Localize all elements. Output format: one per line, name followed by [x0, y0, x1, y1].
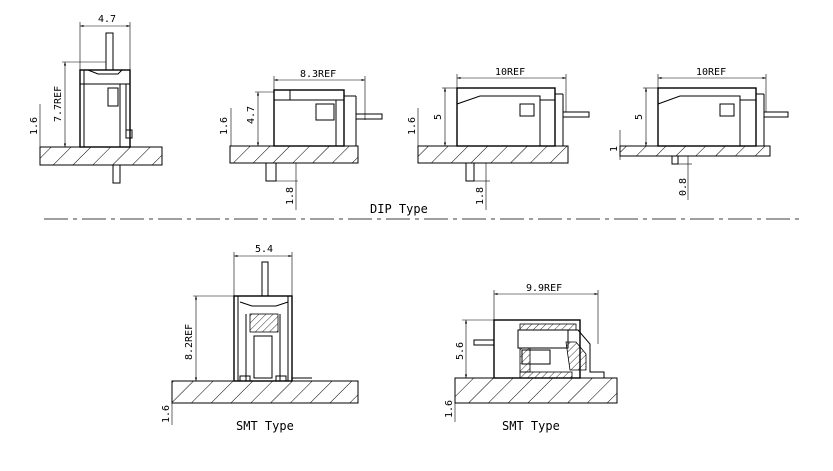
dip-view-4: 10REF 5 1 0.8	[609, 67, 789, 200]
dim-pin: 1.8	[475, 187, 486, 205]
connector-housing	[456, 87, 556, 147]
dim-height: 5	[433, 114, 444, 120]
dip-view-2: 8.3REF 4.7 1.6 1.8	[219, 69, 383, 210]
dim-width: 4.7	[98, 14, 116, 25]
contact-pin	[355, 113, 383, 120]
smt-caption-1: SMT Type	[236, 419, 294, 433]
pcb-board	[454, 377, 618, 404]
connector-housing	[657, 87, 757, 147]
dim-board: 1.6	[219, 117, 230, 135]
connector-housing	[273, 89, 345, 147]
dim-pin: 1.8	[285, 187, 296, 205]
contact-pin	[105, 32, 114, 71]
pcb-board	[229, 145, 359, 164]
dim-board: 1.6	[29, 117, 40, 135]
dim-board: 1.6	[444, 400, 455, 418]
dip-caption: DIP Type	[370, 202, 428, 216]
dim-width: 10REF	[495, 67, 525, 78]
contact-pin	[261, 261, 269, 297]
dim-height: 5.6	[455, 342, 466, 360]
dim-standoff: 1	[609, 146, 620, 152]
dim-height: 8.2REF	[184, 324, 195, 360]
dim-pin: 0.8	[678, 178, 689, 196]
dim-height: 7.7REF	[53, 86, 64, 122]
pcb-board	[39, 146, 163, 166]
dim-height: 5	[634, 114, 645, 120]
connector-housing	[79, 69, 131, 148]
smt-view-2: 9.9REF 5.6 1.6	[444, 283, 618, 422]
solder-pin	[671, 155, 679, 165]
dim-width: 5.4	[255, 244, 273, 255]
pcb-board	[171, 380, 359, 404]
contact-pin	[763, 111, 789, 118]
dim-width: 10REF	[696, 67, 726, 78]
smt-caption-2: SMT Type	[502, 419, 560, 433]
connector-housing	[233, 295, 293, 382]
solder-pin	[465, 162, 475, 182]
dim-board: 1.6	[161, 405, 172, 423]
pcb-board	[417, 145, 569, 164]
dip-view-1: 4.7 7.7REF 1.6	[29, 14, 163, 184]
solder-pin	[112, 164, 121, 184]
dim-height: 4.7	[246, 106, 257, 124]
dim-width: 8.3REF	[300, 69, 336, 80]
smt-view-1: 5.4 8.2REF 1.6	[161, 244, 359, 425]
pcb-board	[619, 145, 771, 157]
dim-width: 9.9REF	[526, 283, 562, 294]
dip-view-3: 10REF 5 1.6 1.8	[407, 67, 590, 210]
dim-board: 1.6	[407, 117, 418, 135]
contact-pin	[473, 339, 495, 346]
solder-pin	[265, 162, 277, 182]
contact-pin	[562, 111, 590, 118]
